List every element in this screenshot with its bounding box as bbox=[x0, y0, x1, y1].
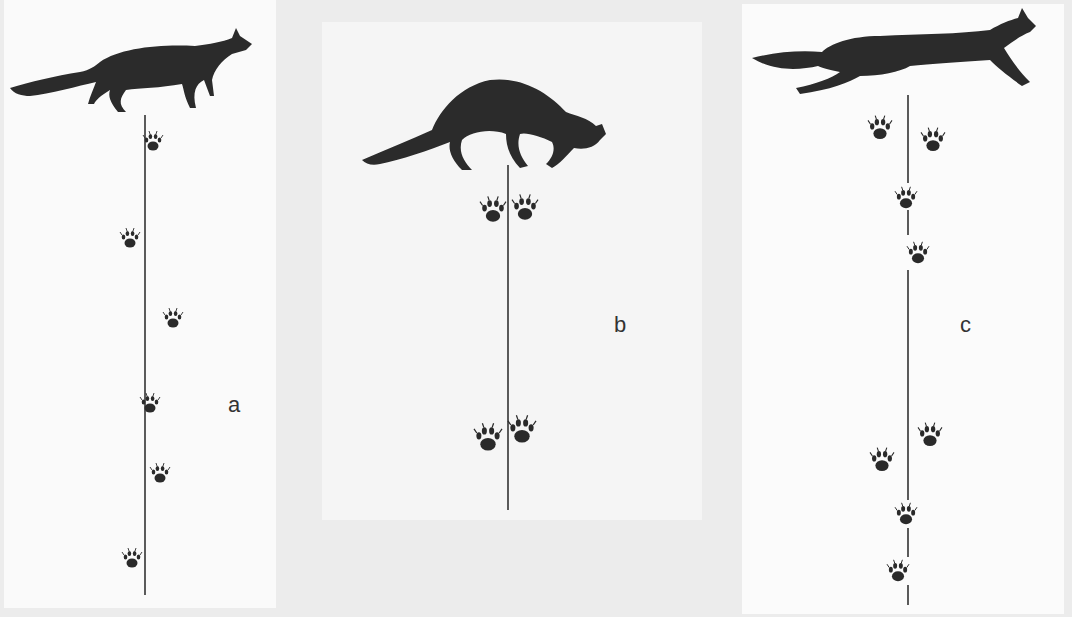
panel-ground bbox=[742, 4, 1064, 614]
marten-silhouette bbox=[752, 8, 1036, 94]
panel-letter: a bbox=[228, 394, 240, 416]
panel-ground bbox=[4, 0, 276, 608]
marten-silhouette bbox=[10, 28, 252, 112]
panel-ground bbox=[322, 22, 702, 520]
track-axis bbox=[907, 528, 909, 557]
panel-letter: b bbox=[614, 314, 626, 336]
marten-silhouette bbox=[362, 79, 606, 170]
track-axis bbox=[144, 115, 146, 595]
track-axis bbox=[907, 95, 909, 183]
track-axis bbox=[907, 210, 909, 235]
track-axis bbox=[907, 270, 909, 500]
panel-letter: c bbox=[960, 314, 971, 336]
track-axis bbox=[507, 165, 509, 510]
track-axis bbox=[907, 585, 909, 605]
